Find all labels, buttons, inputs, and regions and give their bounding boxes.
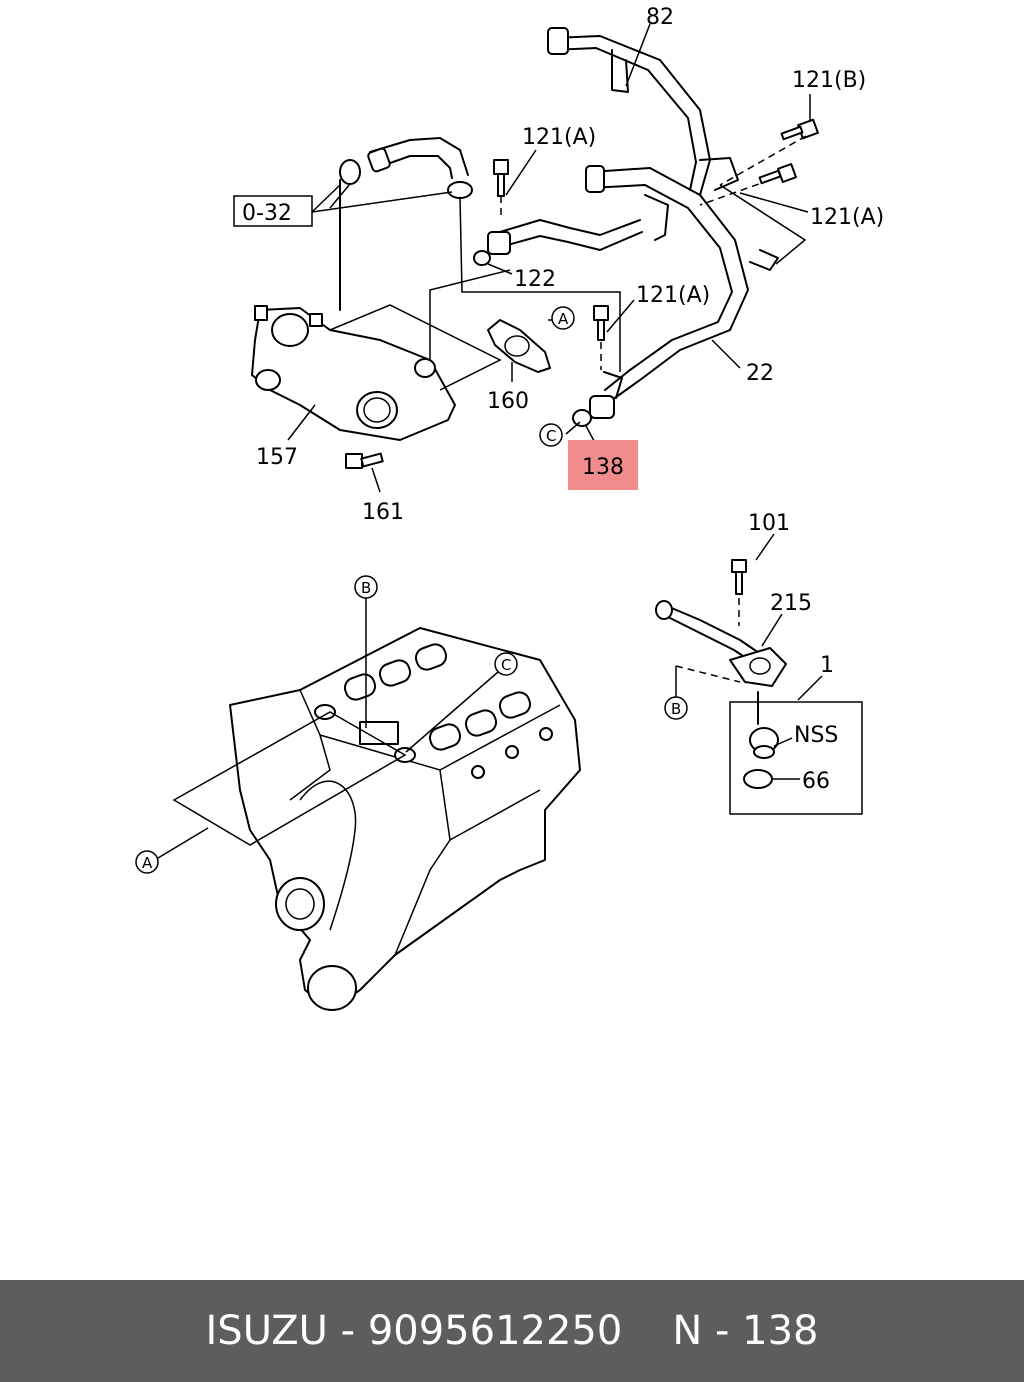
ref-b-right: B xyxy=(664,696,688,720)
brand-name: ISUZU xyxy=(205,1308,328,1354)
svg-text:B: B xyxy=(361,579,371,597)
part-info-footer: ISUZU - 9095612250 N - 138 xyxy=(0,1280,1024,1382)
ref-c-engine: C xyxy=(494,652,518,676)
bolt-121a-mid xyxy=(593,305,609,341)
label-032: 0-32 xyxy=(242,201,292,226)
label-138-highlight[interactable]: 138 xyxy=(582,455,624,480)
bolt-121b xyxy=(780,118,819,141)
label-nss: NSS xyxy=(794,723,838,748)
label-160: 160 xyxy=(487,389,529,414)
label-121a-right: 121(A) xyxy=(810,205,884,230)
svg-text:C: C xyxy=(546,427,556,445)
ref-a-top: A xyxy=(551,306,575,330)
bolt-121a-right xyxy=(758,163,797,185)
thermostat-cover-assembly xyxy=(655,533,863,815)
part-number: 9095612250 xyxy=(367,1308,623,1354)
svg-text:B: B xyxy=(671,700,681,718)
svg-text:A: A xyxy=(558,310,569,328)
label-161: 161 xyxy=(362,500,404,525)
separator-2: - xyxy=(702,1308,743,1354)
thermostat-housing xyxy=(251,305,456,441)
kit-box xyxy=(729,701,863,815)
label-1: 1 xyxy=(820,653,834,678)
ref-c-top: C xyxy=(539,423,563,447)
label-157: 157 xyxy=(256,445,298,470)
label-66: 66 xyxy=(802,769,830,794)
ref-a-engine: A xyxy=(135,850,159,874)
label-215: 215 xyxy=(770,591,812,616)
engine-block xyxy=(157,598,581,1011)
thermostat-seat xyxy=(359,721,399,745)
label-121a-top: 121(A) xyxy=(522,125,596,150)
label-122: 122 xyxy=(514,267,556,292)
ref-b-engine: B xyxy=(354,575,378,599)
bolt-101 xyxy=(731,559,747,595)
coolant-pipe-assembly xyxy=(251,23,819,493)
parts-diagram: 82 121(B) 121(A) 121(A) 121(A) 0-32 122 … xyxy=(135,5,884,1011)
gasket-138 xyxy=(572,409,592,427)
label-121a-mid: 121(A) xyxy=(636,283,710,308)
label-121b: 121(B) xyxy=(792,68,866,93)
label-032-box xyxy=(233,195,313,227)
gasket-160 xyxy=(487,319,551,373)
highlight-138-box xyxy=(568,440,638,490)
seal-66 xyxy=(743,769,773,789)
ref-number: 138 xyxy=(742,1308,819,1354)
label-22: 22 xyxy=(746,361,774,386)
separator: - xyxy=(327,1308,368,1354)
ref-prefix: N xyxy=(672,1308,703,1354)
bolt-121a-top xyxy=(493,159,509,197)
svg-text:C: C xyxy=(501,656,511,674)
bolt-161 xyxy=(345,452,384,469)
label-82: 82 xyxy=(646,5,674,30)
label-101: 101 xyxy=(748,511,790,536)
svg-text:A: A xyxy=(142,854,153,872)
